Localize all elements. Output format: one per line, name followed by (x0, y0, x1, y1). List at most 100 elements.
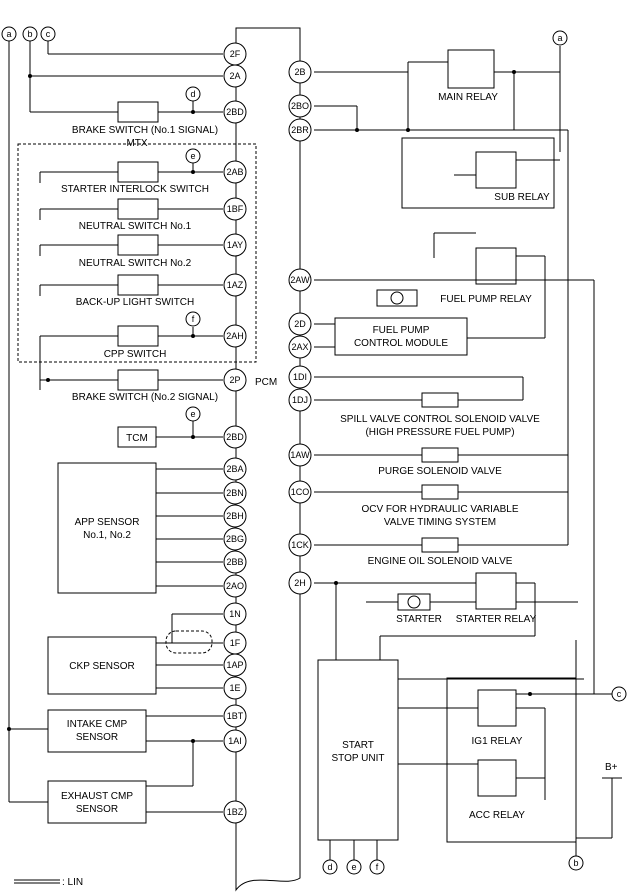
pcm-right-pin-2aw: 2AW (288, 268, 312, 292)
svg-text:1AP: 1AP (226, 660, 243, 670)
svg-text:c: c (617, 689, 622, 699)
svg-text:2AO: 2AO (226, 581, 244, 591)
pcm-left-pin-2ba: 2BA (223, 457, 247, 481)
starter-interlock-label: STARTER INTERLOCK SWITCH (61, 184, 209, 195)
spill-valve-label: SPILL VALVE CONTROL SOLENOID VALVE (340, 414, 540, 425)
pcm-left-pin-1e: 1E (223, 676, 247, 700)
pcm-left-pin-2a: 2A (223, 64, 247, 88)
ssu-label: START (342, 740, 374, 751)
svg-text:f: f (376, 862, 379, 872)
svg-text:2BO: 2BO (291, 101, 309, 111)
svg-text:2A: 2A (229, 71, 240, 81)
starter-relay (475, 572, 517, 610)
svg-text:2BN: 2BN (226, 488, 244, 498)
brake-switch-1-label: BRAKE SWITCH (No.1 SIGNAL) (72, 125, 218, 136)
svg-text:2AB: 2AB (226, 167, 243, 177)
connector-f-cpp (185, 311, 201, 327)
svg-text:2BD: 2BD (226, 432, 244, 442)
starter-relay-label: STARTER RELAY (456, 614, 537, 625)
svg-text:b: b (573, 858, 578, 868)
pcm-right-pin-1ck: 1CK (288, 533, 312, 557)
neutral-switch-2-label: NEUTRAL SWITCH No.2 (79, 258, 192, 269)
svg-text:b: b (27, 29, 32, 39)
app-sensor-sublabel: No.1, No.2 (83, 530, 131, 541)
app-sensor-box (57, 462, 157, 594)
connector-e-bottom (346, 859, 362, 875)
pcm-right-pin-2ax: 2AX (288, 335, 312, 359)
connector-d-bottom (322, 859, 338, 875)
tcm-label: TCM (126, 433, 148, 444)
pcm-right-pin-2br: 2BR (288, 118, 312, 142)
pcm-left-pin-1n: 1N (223, 602, 247, 626)
spill-valve-coil (421, 392, 459, 408)
connector-a-top: a (1, 26, 17, 42)
neutral-switch-2 (117, 234, 159, 256)
intake-cmp-sublabel: SENSOR (76, 732, 118, 743)
ocv-coil (421, 484, 459, 500)
pcm-left-pin-2p: 2P (223, 368, 247, 392)
svg-text:d: d (190, 89, 195, 99)
oil-solenoid-coil (421, 537, 459, 553)
ig1-relay-label: IG1 RELAY (472, 736, 523, 747)
svg-text:2AH: 2AH (226, 331, 244, 341)
pcm-label: PCM (255, 377, 277, 388)
svg-text:1E: 1E (229, 683, 240, 693)
connector-b-bottom (568, 855, 584, 871)
connector-c-right (611, 686, 627, 702)
sub-relay (475, 151, 517, 189)
pcm-left-pin-2ab: 2AB (223, 160, 247, 184)
intake-cmp-label: INTAKE CMP (67, 719, 128, 730)
exhaust-cmp-box (47, 780, 147, 824)
main-relay (447, 49, 495, 89)
fpcm-sublabel: CONTROL MODULE (354, 338, 448, 349)
svg-text:1N: 1N (229, 609, 241, 619)
svg-text:e: e (190, 151, 195, 161)
pcm-left-pin-2bb: 2BB (223, 550, 247, 574)
svg-text:d: d (327, 862, 332, 872)
svg-text:e: e (190, 409, 195, 419)
acc-relay-label: ACC RELAY (469, 810, 525, 821)
svg-text:1BZ: 1BZ (227, 807, 244, 817)
svg-text:1AY: 1AY (227, 240, 243, 250)
svg-text:1AI: 1AI (228, 736, 242, 746)
pcm-left-pin-1f: 1F (223, 631, 247, 655)
svg-text:2AW: 2AW (290, 275, 310, 285)
svg-text:1CO: 1CO (291, 487, 310, 497)
svg-text:1AZ: 1AZ (227, 280, 244, 290)
ig1-relay (477, 689, 517, 727)
spill-valve-sublabel: (HIGH PRESSURE FUEL PUMP) (365, 427, 514, 438)
start-stop-unit (317, 659, 399, 841)
ckp-shield (165, 630, 213, 654)
pcm-right-pin-1aw: 1AW (288, 443, 312, 467)
ocv-label: OCV FOR HYDRAULIC VARIABLE (361, 504, 518, 515)
pcm-right-pin-1co: 1CO (288, 480, 312, 504)
pcm-left-pin-2f: 2F (223, 42, 247, 66)
pcm-right-pin-2d: 2D (288, 312, 312, 336)
pcm-right-pin-1dj: 1DJ (288, 388, 312, 412)
pcm-left-pin-1ai: 1AI (223, 729, 247, 753)
sub-relay-label: SUB RELAY (494, 192, 550, 203)
connector-f-bottom (369, 859, 385, 875)
pcm-left-pin-2bh: 2BH (223, 504, 247, 528)
svg-text:1BF: 1BF (227, 204, 244, 214)
svg-text:1F: 1F (230, 638, 241, 648)
cpp-switch (117, 325, 159, 347)
pcm-left-pin-2bg: 2BG (223, 527, 247, 551)
intake-cmp-box (47, 709, 147, 753)
svg-text:2D: 2D (294, 319, 306, 329)
neutral-switch-1 (117, 198, 159, 220)
ckp-sensor-label: CKP SENSOR (69, 661, 134, 672)
fpcm-label: FUEL PUMP (373, 325, 430, 336)
svg-text:1AW: 1AW (290, 450, 310, 460)
ocv-sublabel: VALVE TIMING SYSTEM (384, 517, 496, 528)
connector-a-right (552, 30, 568, 46)
backup-light-switch (117, 274, 159, 296)
pcm-left-pin-2bd: 2BD (223, 425, 247, 449)
pcm-body (235, 27, 301, 892)
svg-text:a: a (6, 29, 11, 39)
connector-e-tcm (185, 406, 201, 422)
svg-text:2AX: 2AX (291, 342, 308, 352)
mtx-group (17, 143, 257, 363)
